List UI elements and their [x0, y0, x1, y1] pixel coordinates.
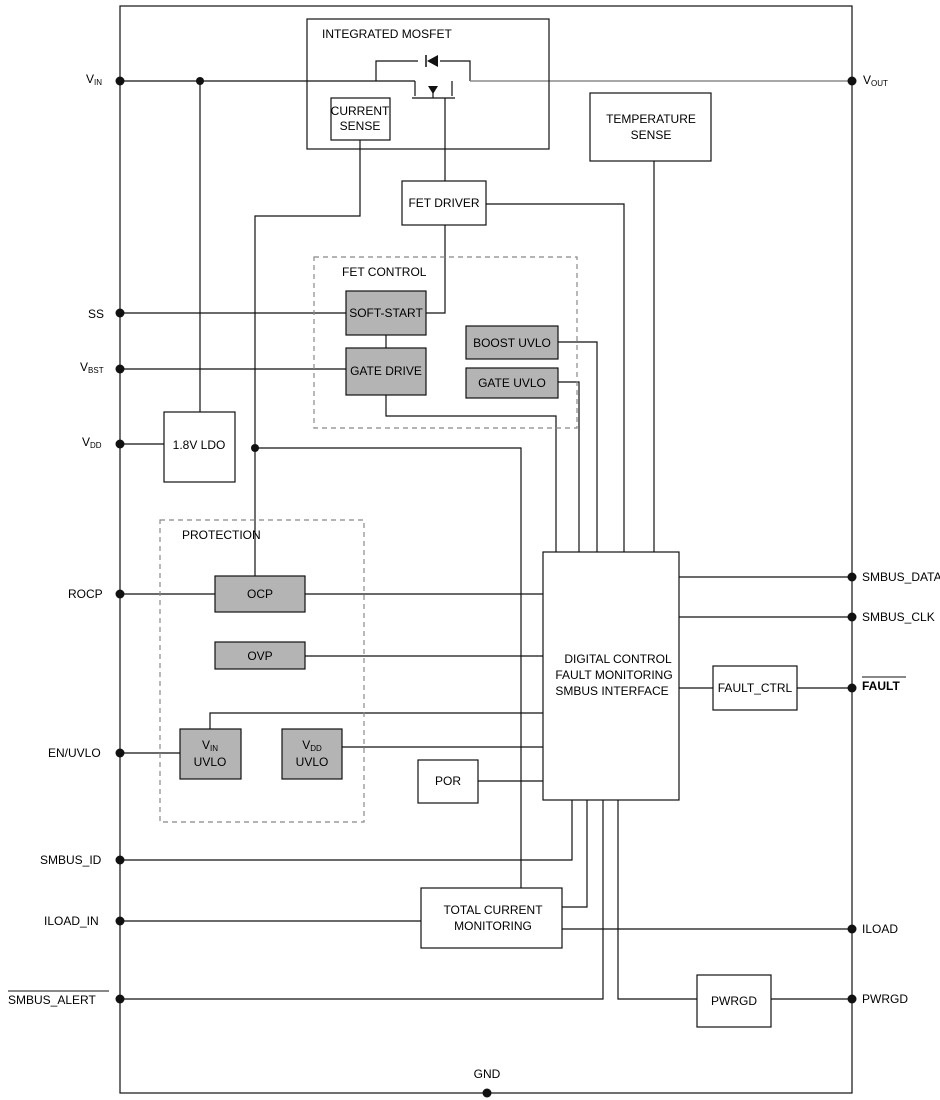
vdd-uvlo-block [281, 728, 343, 780]
gate-uvlo-label: GATE UVLO [478, 376, 546, 390]
pin-rocp-label: ROCP [68, 587, 103, 601]
por-block [417, 759, 479, 804]
wires [120, 60, 852, 1000]
pin-gnd-label: GND [474, 1067, 501, 1081]
digital-control-label-1: DIGITAL CONTROL [564, 652, 672, 666]
integrated-mosfet-label: INTEGRATED MOSFET [322, 27, 452, 41]
pin-smbus-id-label: SMBUS_ID [40, 853, 102, 867]
digital-control-label-3: SMBUS INTERFACE [555, 684, 668, 698]
pin-vout-label: VOUT [863, 73, 888, 88]
pin-fault-label: FAULT [862, 679, 900, 693]
fet-driver-block [401, 180, 487, 226]
ldo-label: 1.8V LDO [173, 438, 226, 452]
temperature-sense-label-2: SENSE [631, 128, 672, 142]
fet-driver-label: FET DRIVER [408, 196, 479, 210]
por-label: POR [435, 774, 461, 788]
ldo-block [163, 411, 236, 483]
pin-smbus-data-label: SMBUS_DATA [862, 570, 940, 584]
pin-vdd-label: VDD [82, 435, 102, 450]
vin-uvlo-label-2: UVLO [194, 755, 227, 769]
temperature-sense-block [589, 92, 712, 162]
pwrgd-block-label: PWRGD [711, 994, 757, 1008]
ovp-label: OVP [247, 649, 272, 663]
pin-iload-label: ILOAD [862, 922, 898, 936]
vdd-uvlo-label-2: UVLO [296, 755, 329, 769]
gate-drive-label: GATE DRIVE [350, 364, 422, 378]
junction-dots [196, 77, 259, 452]
soft-start-label: SOFT-START [349, 306, 423, 320]
ocp-block [214, 575, 306, 613]
vin-uvlo-block [179, 728, 242, 780]
vin-uvlo-label-1: VIN [202, 738, 218, 753]
fault-ctrl-block [712, 665, 798, 711]
protection-group [159, 519, 365, 823]
mosfet-symbol [425, 55, 852, 94]
pin-ss-label: SS [88, 307, 104, 321]
gate-uvlo-block [465, 367, 559, 399]
integrated-mosfet-box [306, 18, 550, 150]
total-current-label-1: TOTAL CURRENT [443, 903, 543, 917]
soft-start-block [345, 290, 427, 336]
ovp-block [214, 641, 306, 670]
digital-control-label-2: FAULT MONITORING [555, 668, 672, 682]
temperature-sense-label-1: TEMPERATURE [606, 112, 696, 126]
pin-vin-label: VIN [86, 72, 102, 87]
current-sense-block [330, 97, 391, 141]
current-sense-label-1: CURRENT [331, 104, 390, 118]
digital-control-block [542, 551, 680, 801]
pin-smbus-alert-label: SMBUS_ALERT [8, 993, 96, 1007]
gate-drive-block [345, 347, 427, 396]
total-current-label-2: MONITORING [454, 919, 532, 933]
fet-control-label: FET CONTROL [342, 265, 427, 279]
pin-dots [115, 76, 857, 1098]
ocp-label: OCP [247, 587, 273, 601]
pin-vbst-label: VBST [80, 360, 104, 375]
protection-label: PROTECTION [182, 528, 261, 542]
boost-uvlo-label: BOOST UVLO [473, 336, 551, 350]
boost-uvlo-block [465, 325, 559, 360]
vdd-uvlo-label-1: VDD [302, 738, 322, 753]
pin-pwrgd-label: PWRGD [862, 992, 908, 1006]
current-sense-label-2: SENSE [340, 119, 381, 133]
pwrgd-block [696, 974, 772, 1028]
pin-en-uvlo-label: EN/UVLO [48, 746, 101, 760]
pin-smbus-clk-label: SMBUS_CLK [862, 610, 935, 624]
pin-iload-in-label: ILOAD_IN [44, 914, 99, 928]
fault-ctrl-label: FAULT_CTRL [718, 681, 793, 695]
total-current-block [420, 887, 563, 949]
